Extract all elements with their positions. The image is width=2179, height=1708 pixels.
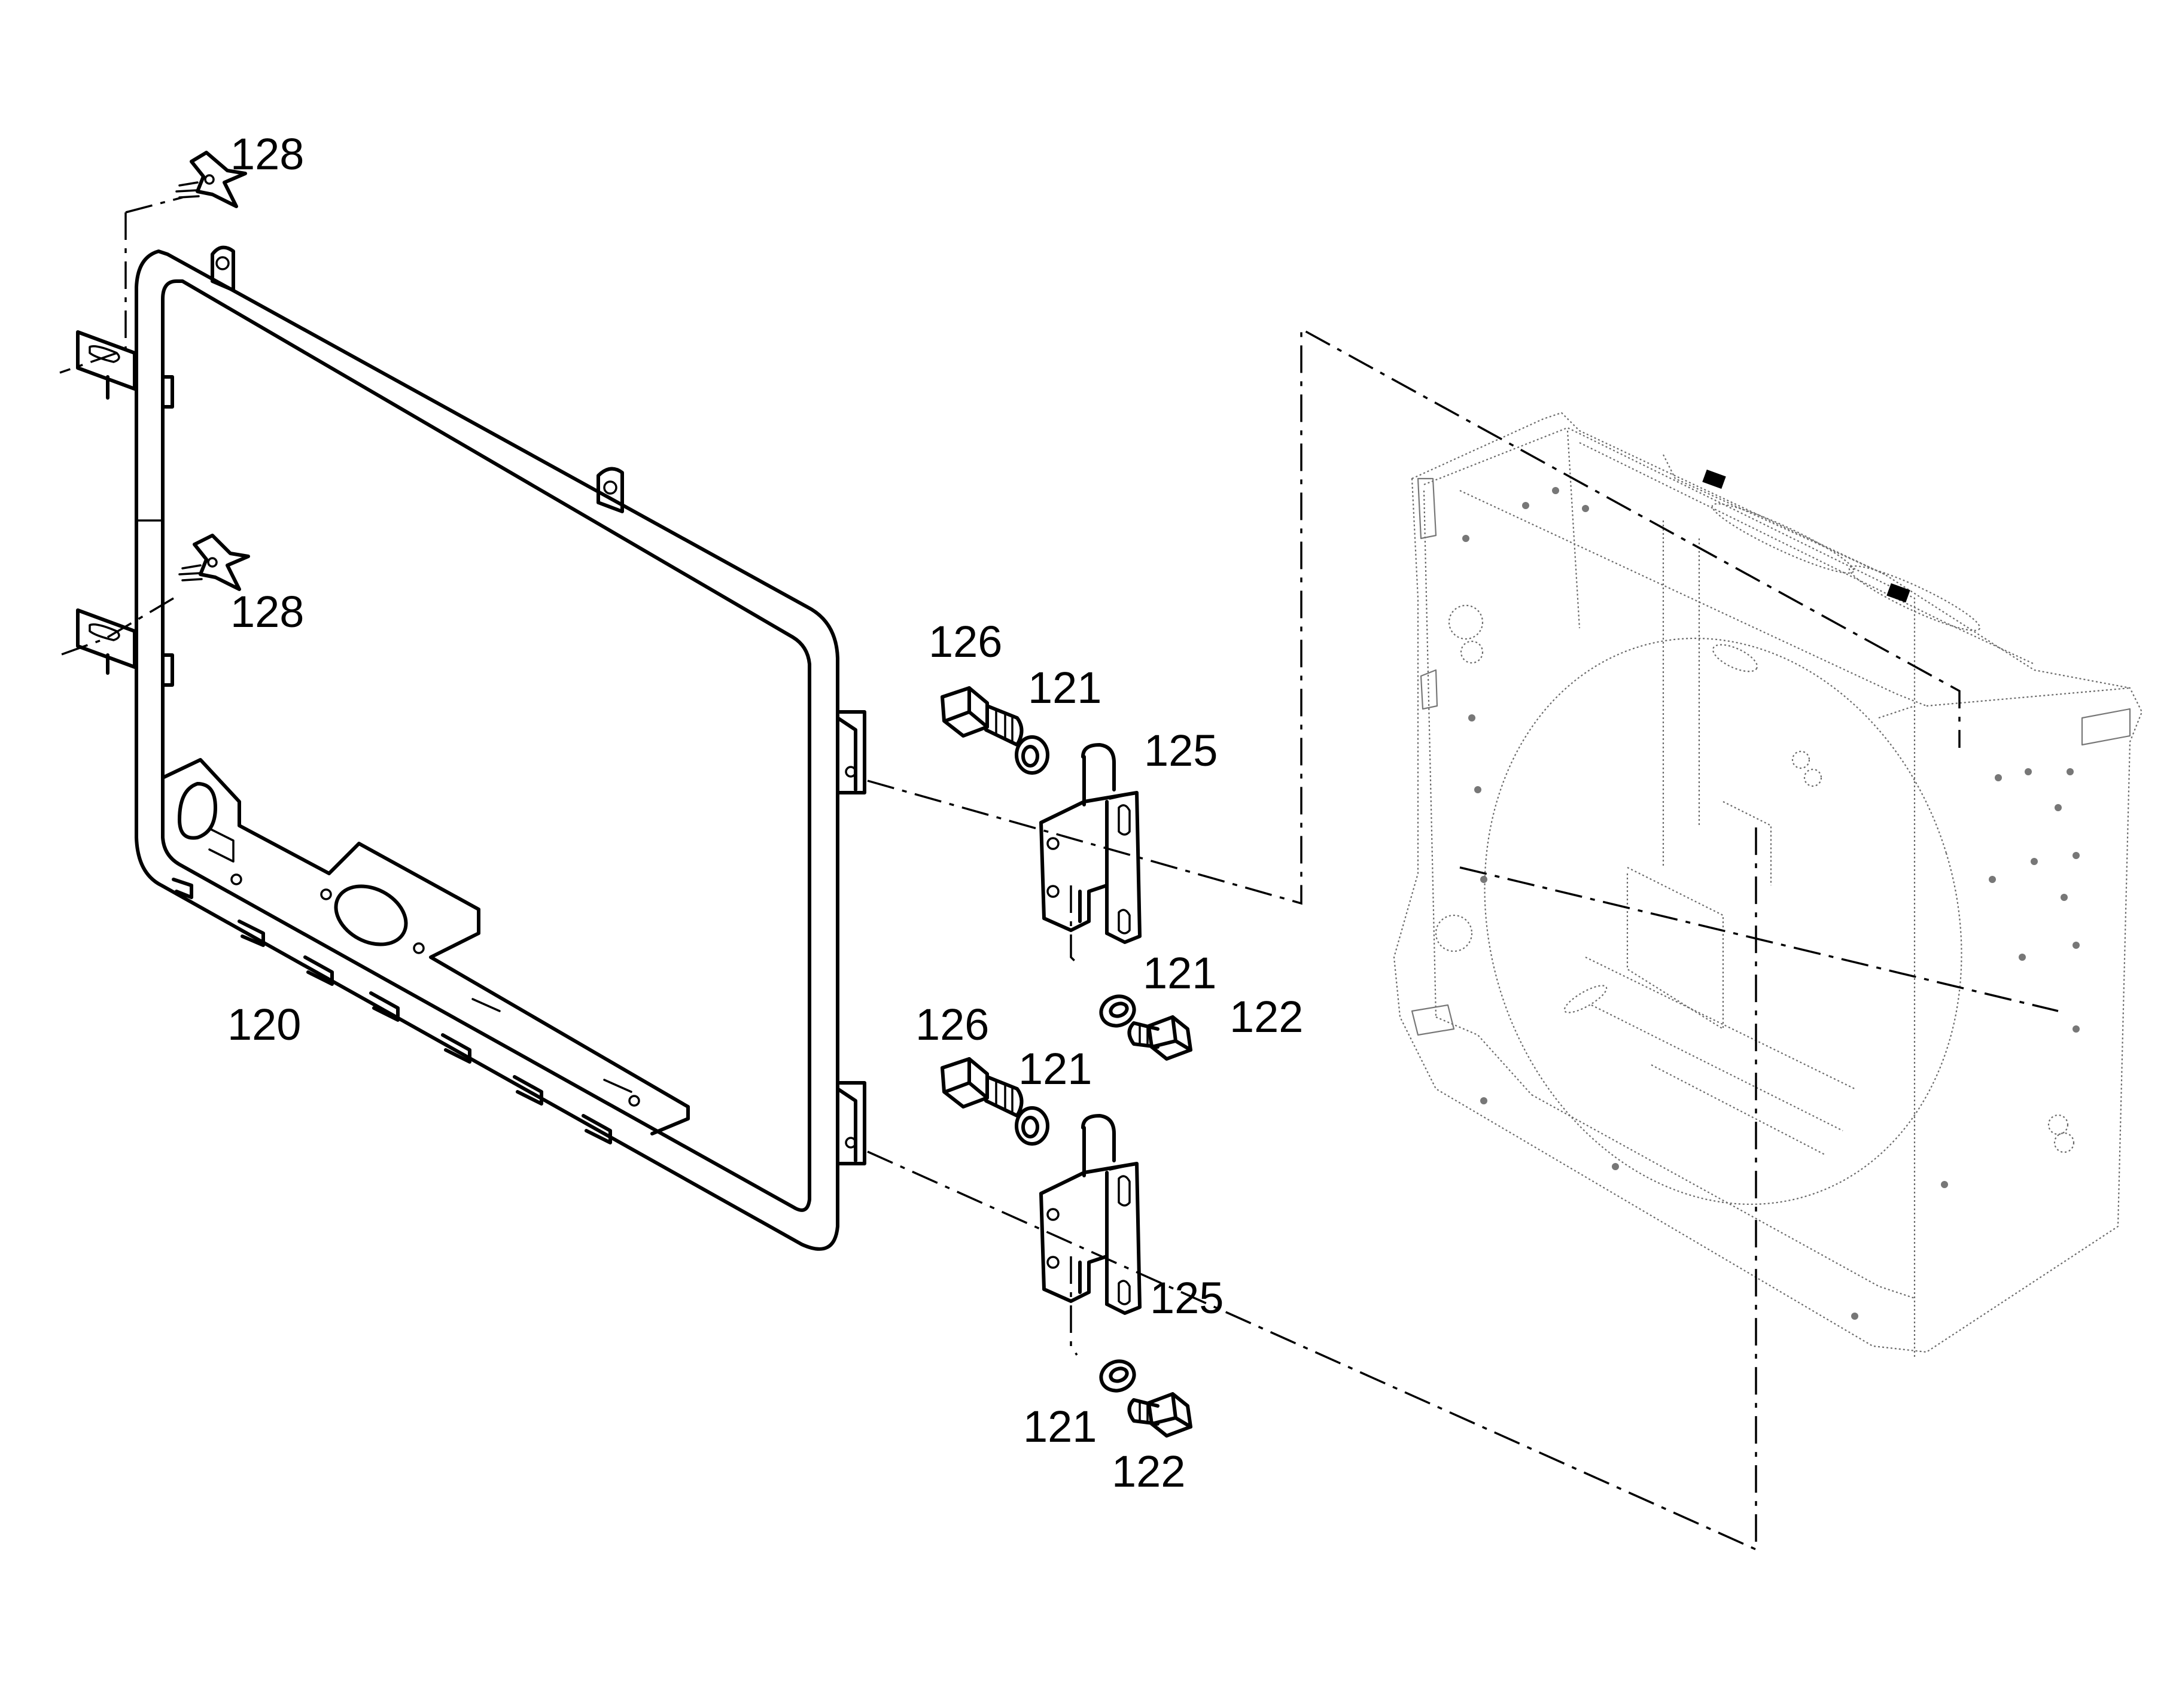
assembly-axis-lines — [59, 196, 2059, 1551]
bolt-122-lower — [1127, 1392, 1192, 1438]
washer-121-upper-front — [1015, 735, 1049, 775]
label-121-lower-back: 121 — [1023, 1402, 1097, 1451]
label-126-lower: 126 — [915, 1000, 989, 1049]
label-120: 120 — [227, 1000, 301, 1049]
star-knob-128-top — [175, 151, 247, 208]
bolt-126-upper — [941, 686, 1024, 747]
label-121-lower-front: 121 — [1018, 1044, 1092, 1094]
label-128-top: 128 — [230, 129, 304, 179]
part-number-labels: 128 128 120 126 121 125 121 122 126 121 … — [227, 129, 1303, 1496]
label-126-upper: 126 — [929, 617, 1002, 666]
bolt-122-upper — [1127, 1015, 1192, 1061]
label-121-upper-front: 121 — [1028, 663, 1101, 713]
washer-121-lower-back — [1099, 1359, 1136, 1393]
radiator-housing-ghost — [1393, 412, 2143, 1358]
washer-121-lower-front — [1015, 1106, 1049, 1146]
label-125-upper: 125 — [1144, 726, 1218, 775]
label-121-upper-back: 121 — [1143, 948, 1216, 998]
hinge-125-upper — [1039, 743, 1142, 944]
hinge-125-lower — [1039, 1114, 1142, 1315]
washer-121-upper-back — [1099, 994, 1136, 1028]
frame-part-120 — [76, 245, 866, 1251]
bolt-126-lower — [941, 1057, 1024, 1118]
label-122-lower: 122 — [1112, 1447, 1185, 1496]
label-125-lower: 125 — [1150, 1273, 1224, 1323]
star-knob-128-mid — [178, 534, 250, 591]
label-122-upper: 122 — [1230, 992, 1303, 1042]
label-128-mid: 128 — [230, 587, 304, 637]
